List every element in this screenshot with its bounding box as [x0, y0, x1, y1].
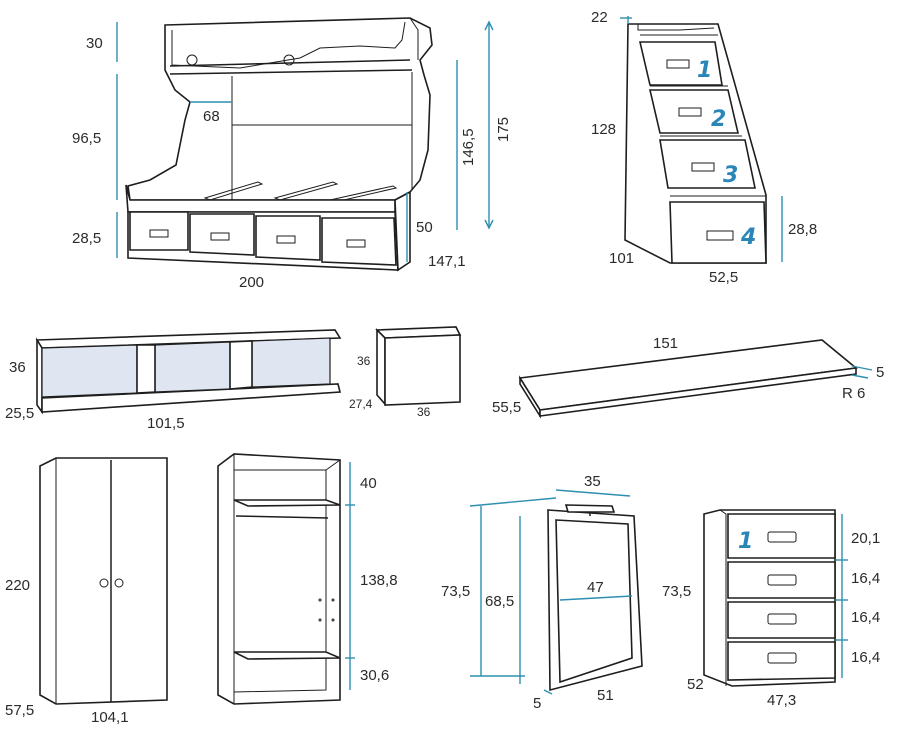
cube-height: 36: [357, 354, 371, 368]
cube-width: 36: [417, 405, 431, 419]
desk-frame-thickness: 5: [533, 695, 541, 712]
stairs-drawing: [620, 16, 783, 264]
desk-frame-inner-width: 47: [587, 579, 604, 596]
desk-frame-width-top: 35: [584, 473, 601, 490]
step-number-3: 3: [723, 163, 738, 188]
step-number-4: 4: [740, 225, 756, 250]
bunk-h-drawer: 50: [416, 219, 433, 236]
desk-frame-height-inner: 68,5: [485, 593, 514, 610]
bunk-h-inner: 146,5: [460, 128, 477, 166]
drawer-h-4: 16,4: [851, 649, 880, 666]
desk-top-thickness: 5: [876, 364, 884, 381]
stairs-depth: 101: [609, 250, 634, 267]
bunk-h-mid: 96,5: [72, 130, 101, 147]
desk-top-drawing: [518, 339, 873, 419]
cube-depth: 27,4: [349, 397, 373, 411]
bunk-h-total: 175: [495, 117, 512, 142]
desk-frame-height-outer: 73,5: [441, 583, 470, 600]
stairs-height: 128: [591, 121, 616, 138]
desk-top-length: 151: [653, 335, 678, 352]
drawer-unit-height: 73,5: [662, 583, 691, 600]
desk-frame-depth: 51: [597, 687, 614, 704]
drawer-unit-width: 47,3: [767, 692, 796, 709]
drawer-unit-drawing: [703, 509, 848, 687]
bunk-length: 200: [239, 274, 264, 291]
drawer-number-1: 1: [738, 529, 753, 554]
wardrobe-width: 104,1: [91, 709, 129, 726]
desk-frame-drawing: [469, 489, 643, 695]
shelf-depth: 25,5: [5, 405, 34, 422]
drawer-h-2: 16,4: [851, 570, 880, 587]
wardrobe-drawing: [39, 457, 168, 705]
shelf-width: 101,5: [147, 415, 185, 432]
desk-top-radius: R 6: [842, 385, 865, 402]
wardrobe-inner-bottom: 30,6: [360, 667, 389, 684]
shelf-height: 36: [9, 359, 26, 376]
bunk-depth: 147,1: [428, 253, 466, 270]
step-number-2: 2: [711, 107, 726, 132]
cube-drawing: [375, 326, 462, 407]
desk-top-depth: 55,5: [492, 399, 521, 416]
bunk-h-top: 30: [86, 35, 103, 52]
stairs-step-h: 28,8: [788, 221, 817, 238]
step-number-1: 1: [697, 58, 712, 83]
drawer-unit-depth: 52: [687, 676, 704, 693]
bunk-bed-drawing: [116, 17, 494, 272]
wardrobe-height: 220: [5, 577, 30, 594]
stairs-top: 22: [591, 9, 608, 26]
drawer-h-top: 20,1: [851, 530, 880, 547]
wardrobe-inner-top: 40: [360, 475, 377, 492]
stairs-width: 52,5: [709, 269, 738, 286]
wall-shelf-drawing: [35, 329, 342, 415]
wardrobe-inner-middle: 138,8: [360, 572, 398, 589]
wardrobe-interior-drawing: [217, 453, 355, 705]
wardrobe-depth: 57,5: [5, 702, 34, 719]
bunk-h-bottom: 28,5: [72, 230, 101, 247]
drawer-h-3: 16,4: [851, 609, 880, 626]
bunk-w-gap: 68: [203, 108, 220, 125]
